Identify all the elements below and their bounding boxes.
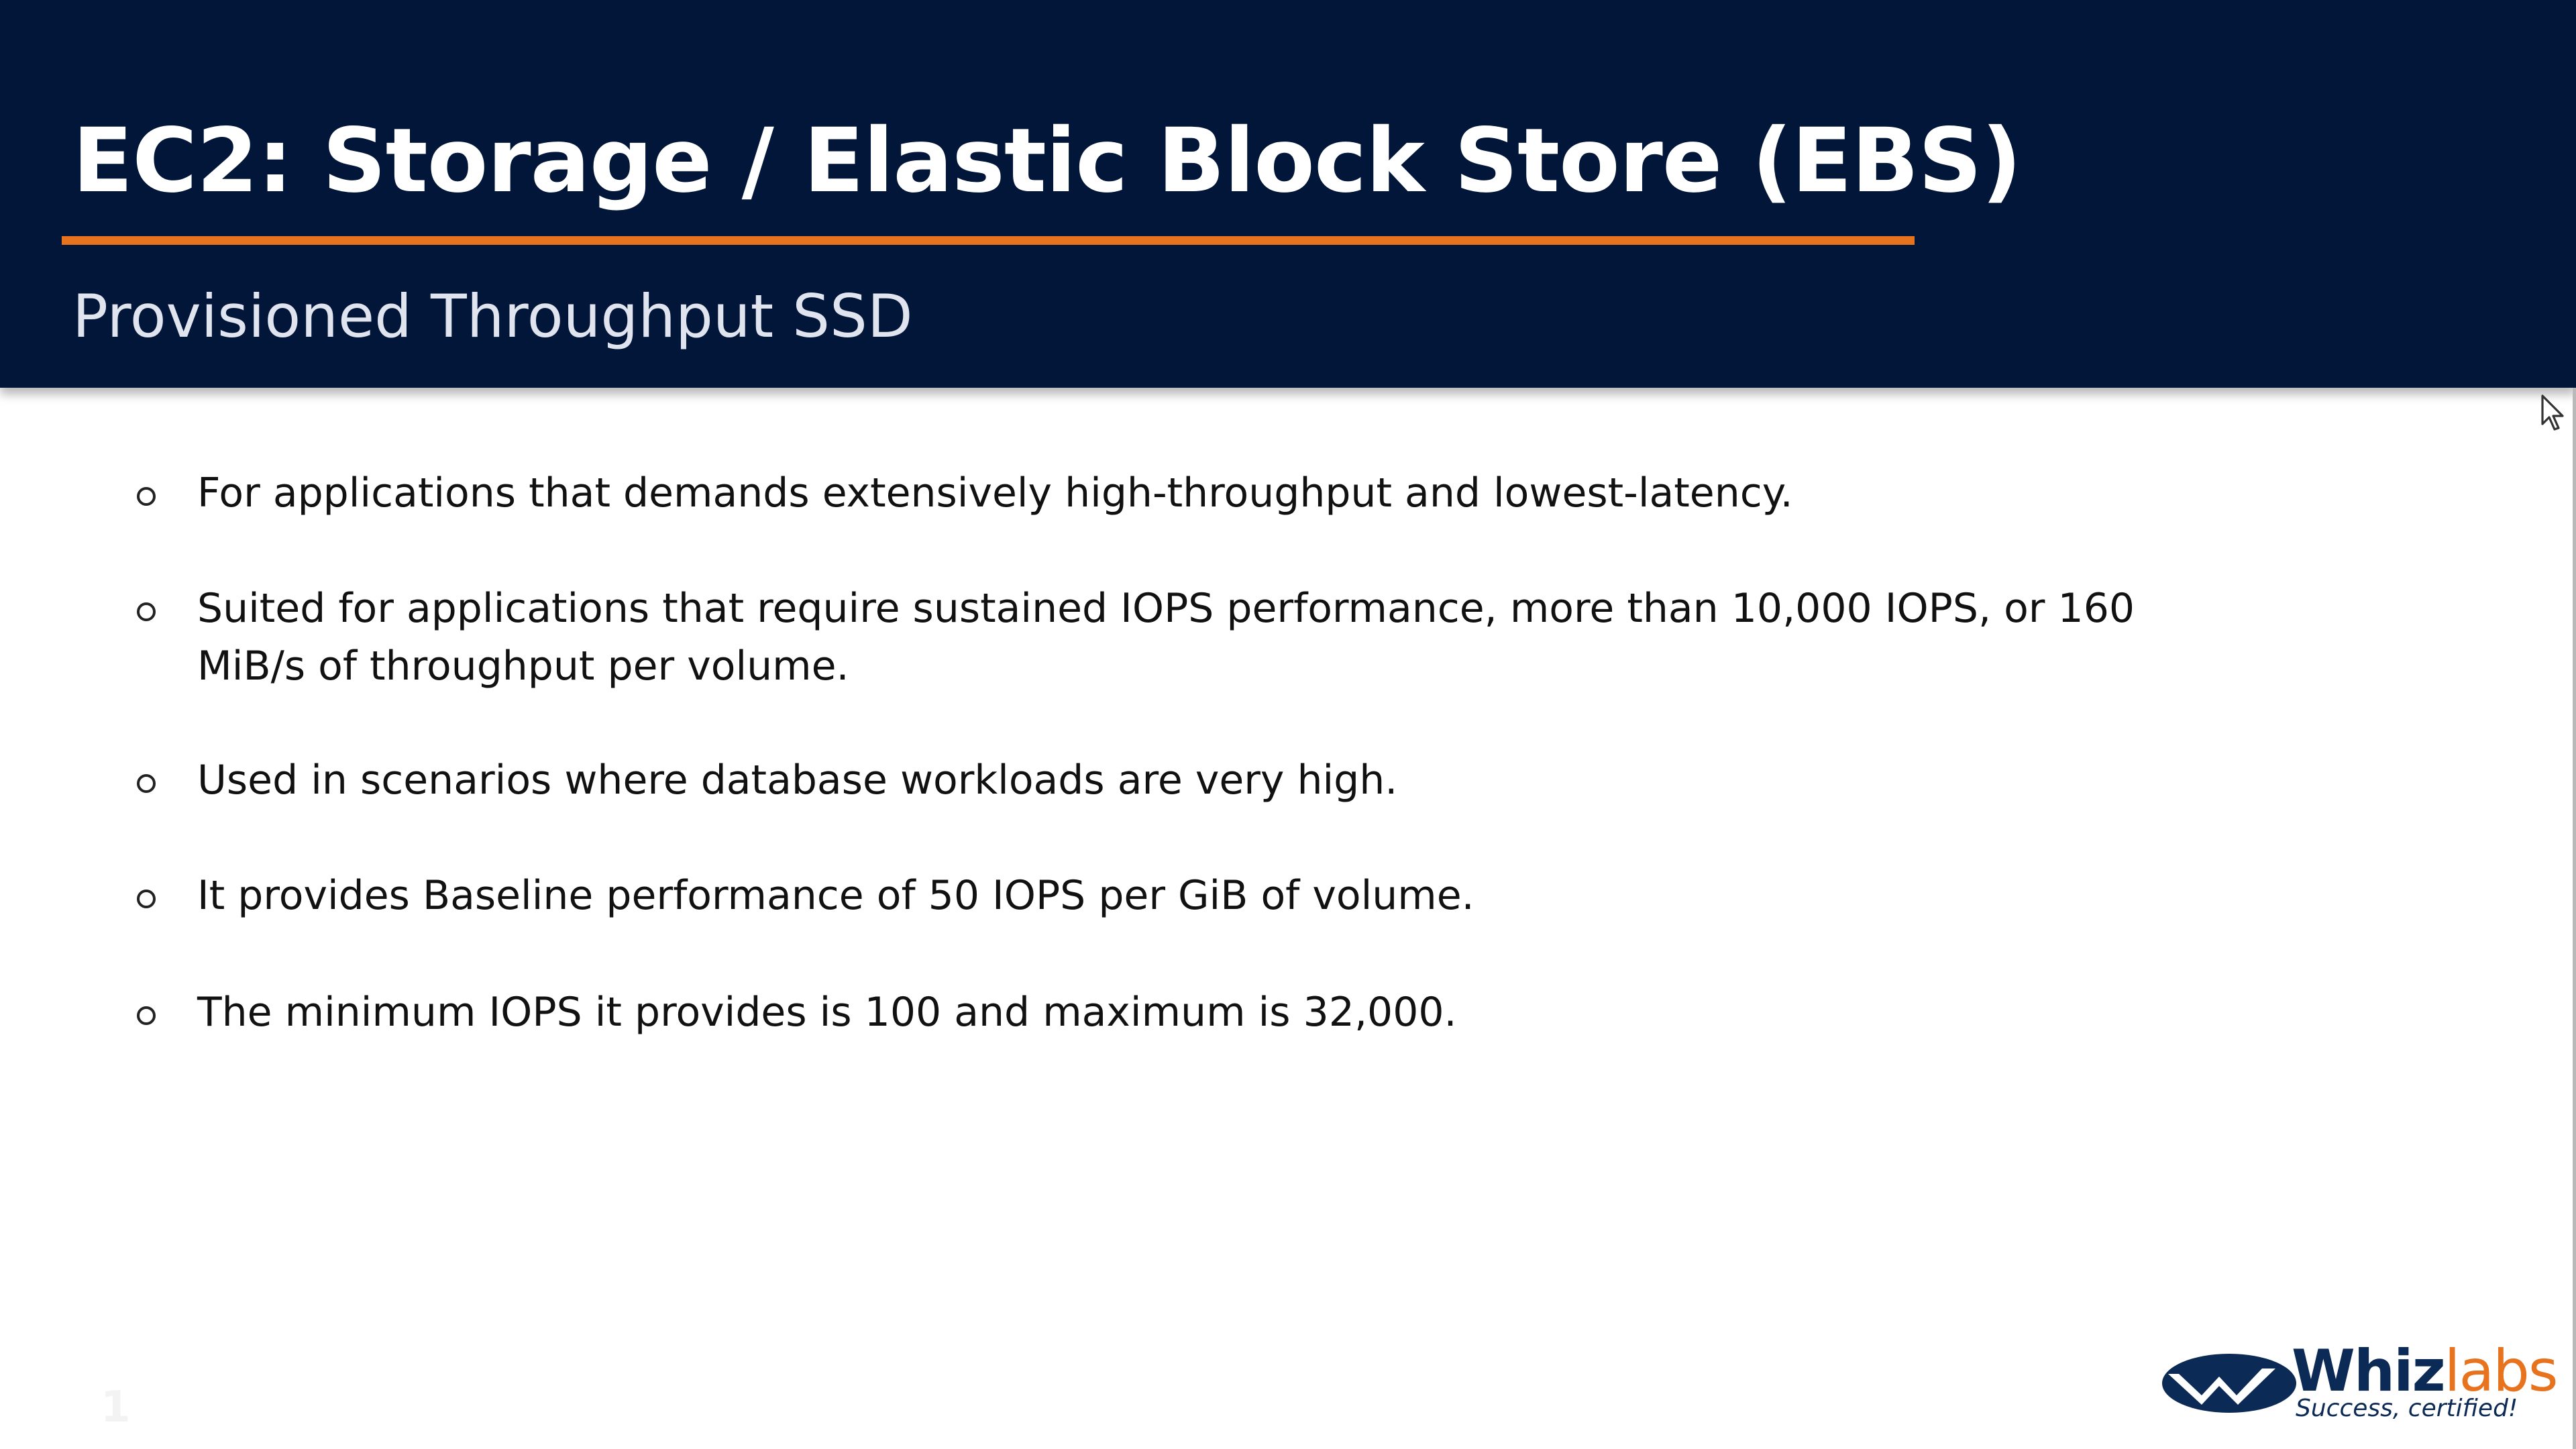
- title-accent-underline: [62, 236, 1915, 245]
- whizlabs-logo: Whizlabs Success, certified!: [2161, 1339, 2559, 1422]
- logo-wordmark: Whizlabs: [2292, 1338, 2559, 1405]
- bullet-text: Suited for applications that require sus…: [197, 585, 2135, 690]
- slide-right-edge: [2573, 388, 2576, 1449]
- logo-tagline: Success, certified!: [2296, 1395, 2518, 1422]
- hollow-circle-icon: [137, 1006, 156, 1025]
- slide-subtitle: Provisioned Throughput SSD: [72, 282, 913, 351]
- bullet-text: For applications that demands extensivel…: [197, 470, 1793, 517]
- slide-title: EC2: Storage / Elastic Block Store (EBS): [72, 109, 2022, 213]
- mouse-pointer-icon: [2541, 394, 2564, 431]
- bullet-text: The minimum IOPS it provides is 100 and …: [197, 989, 1457, 1036]
- logo-word-labs: labs: [2444, 1338, 2559, 1405]
- bullet-text: It provides Baseline performance of 50 I…: [197, 872, 1474, 919]
- hollow-circle-icon: [137, 602, 156, 621]
- hollow-circle-icon: [137, 890, 156, 908]
- hollow-circle-icon: [137, 774, 156, 793]
- bullet-text: Used in scenarios where database workloa…: [197, 757, 1398, 804]
- whizlabs-logo-icon: [2162, 1354, 2296, 1413]
- slide-number: 1: [101, 1383, 131, 1432]
- logo-word-whiz: Whiz: [2292, 1338, 2446, 1405]
- hollow-circle-icon: [137, 487, 156, 506]
- slide-header: EC2: Storage / Elastic Block Store (EBS)…: [0, 0, 2576, 388]
